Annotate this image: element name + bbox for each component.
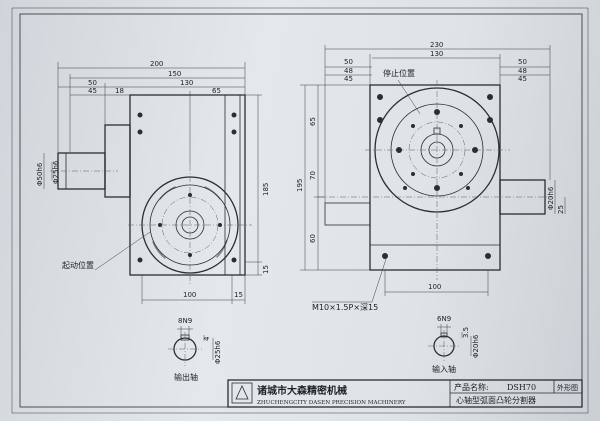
product-name: 心轴型弧面凸轮分割器	[456, 395, 536, 405]
output-shaft-dia: Φ25h6	[214, 340, 222, 364]
start-position-label: 起动位置	[62, 260, 94, 270]
left-dim-200: 200	[150, 60, 163, 68]
left-dim-phi50: Φ50h6	[36, 162, 44, 186]
left-view: 200 150 50 45 18 130 65 Φ50h6 Φ25h6 185 …	[36, 60, 270, 304]
company-name-en: ZHUCHENGCITY DASEN PRECISION MACHINERY	[257, 400, 406, 406]
left-dim-50: 50	[88, 79, 97, 87]
input-key-depth: 3.5	[462, 327, 470, 338]
left-dim-150: 150	[168, 70, 181, 78]
output-shaft-section: 8N9 4 Φ25h6 输出轴	[168, 317, 222, 382]
right-dim-25: 25	[557, 205, 565, 214]
thread-note: M10×1.5P×深15	[312, 303, 378, 312]
right-dim-50-left: 50	[344, 58, 353, 66]
product-model: DSH70	[507, 383, 536, 392]
input-shaft-section: 6N9 3.5 Φ20h6 输入轴	[428, 315, 480, 374]
right-dim-130: 130	[430, 50, 443, 58]
drawing-frame	[19, 13, 583, 408]
left-dim-phi25: Φ25h6	[52, 160, 60, 184]
left-dim-45: 45	[88, 87, 97, 95]
right-dim-230: 230	[430, 41, 443, 49]
company-logo	[231, 382, 253, 404]
output-key-width: 8N9	[178, 317, 192, 325]
right-housing	[369, 84, 501, 271]
input-key-width: 6N9	[437, 315, 451, 323]
drawing-type: 外形图	[557, 383, 578, 392]
title-block: 诸城市大森精密机械 ZHUCHENGCITY DASEN PRECISION M…	[227, 379, 583, 408]
right-dim-45-left: 45	[344, 75, 353, 83]
right-dim-60: 60	[309, 234, 317, 243]
right-dim-65: 65	[309, 117, 317, 126]
right-dim-48-left: 48	[344, 67, 353, 75]
left-dim-130: 130	[180, 79, 193, 87]
left-dim-15-bottom: 15	[234, 291, 243, 299]
output-key-depth: 4	[203, 336, 211, 341]
company-name-cn: 诸城市大森精密机械	[257, 384, 347, 397]
right-view: 230 130 50 48 45 50 48 45 停止位置 195 65 70…	[296, 41, 566, 312]
left-dim-185: 185	[262, 183, 270, 196]
left-dim-100: 100	[183, 291, 196, 299]
right-dim-phi20: Φ20h6	[547, 186, 555, 210]
right-dim-48-right: 48	[518, 67, 527, 75]
product-label: 产品名称:	[454, 382, 489, 392]
left-dim-65: 65	[212, 87, 221, 95]
right-dim-50-right: 50	[518, 58, 527, 66]
right-dim-195: 195	[296, 179, 304, 192]
right-dim-100: 100	[428, 283, 441, 291]
sheet-border	[11, 7, 589, 414]
left-dim-18: 18	[115, 87, 124, 95]
right-dim-45-right: 45	[518, 75, 527, 83]
right-dim-70: 70	[309, 171, 317, 180]
output-shaft-label: 输出轴	[174, 372, 198, 382]
input-shaft-dia: Φ20h6	[472, 334, 480, 358]
left-dim-15-right: 15	[262, 265, 270, 274]
input-shaft-label: 输入轴	[432, 364, 456, 374]
stop-position-label: 停止位置	[383, 68, 415, 78]
